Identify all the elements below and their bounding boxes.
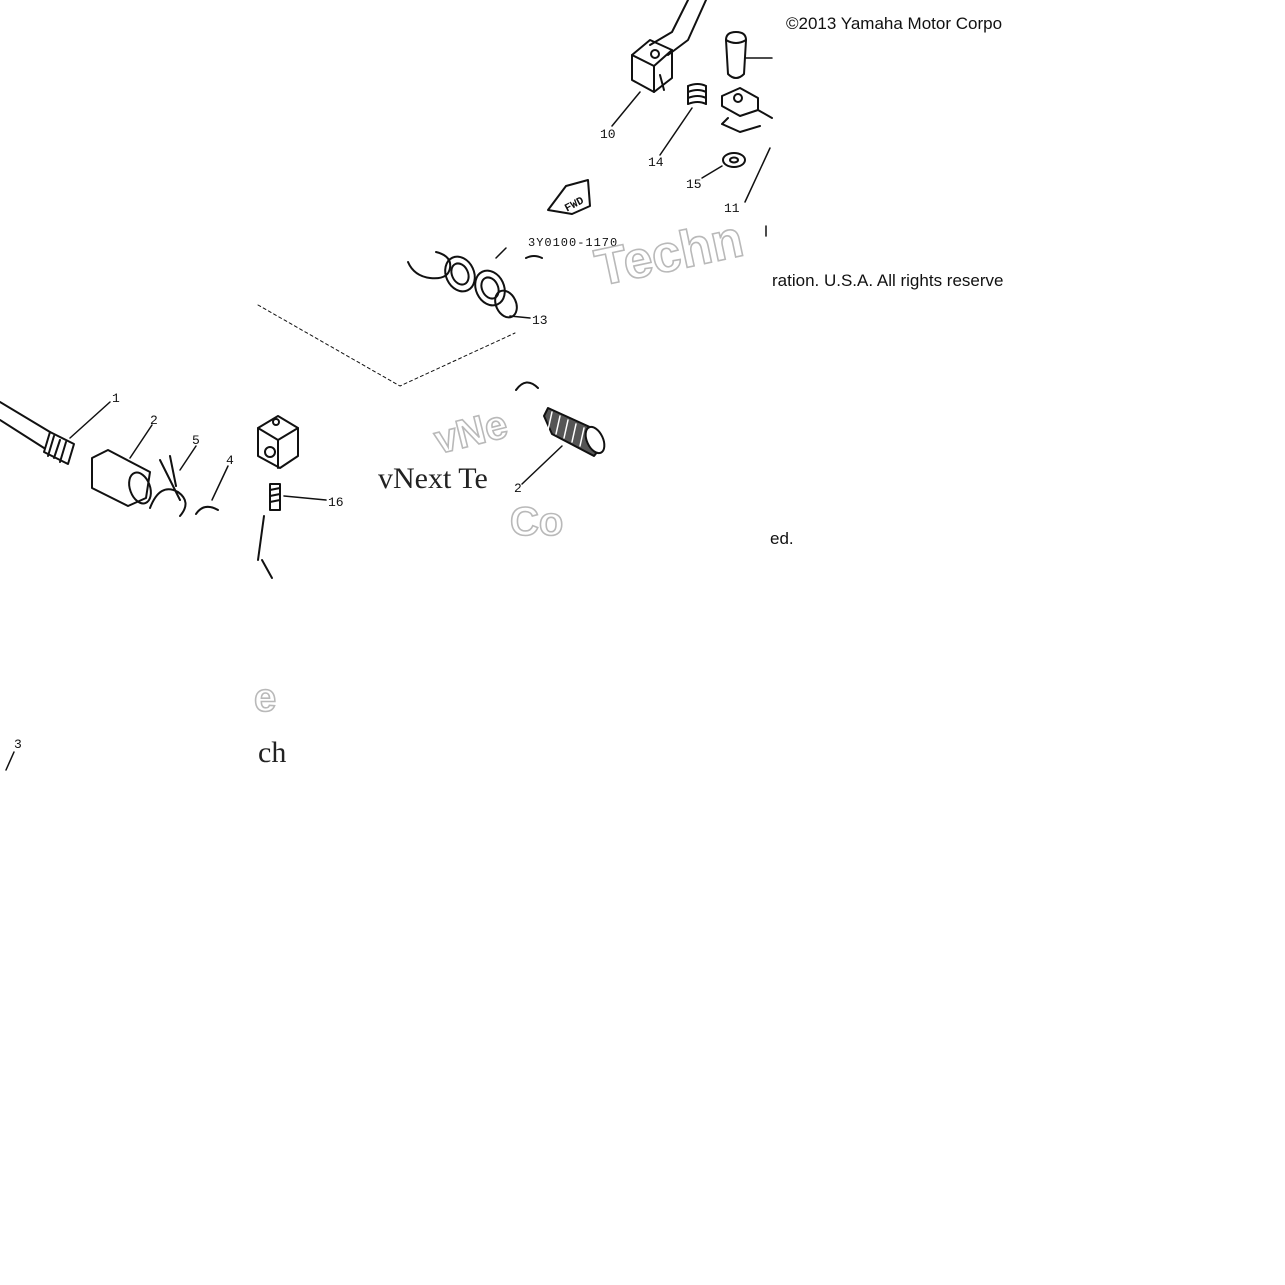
callout-10: 10	[600, 127, 616, 142]
part-13-washers	[407, 247, 543, 319]
part-5-spring	[149, 445, 197, 517]
callout-4: 4	[226, 453, 234, 468]
part-2-bushing	[91, 424, 153, 507]
part-4-washer	[195, 465, 229, 515]
callout-14: 14	[648, 155, 664, 170]
assembly-guide-line	[257, 304, 516, 387]
watermark-ch: ch	[258, 736, 287, 769]
copyright-line-1: ©2013 Yamaha Motor Corpo	[786, 14, 1003, 33]
copyright-line-3: ed.	[770, 529, 794, 548]
part-14-spring	[659, 83, 707, 156]
callout-5: 5	[192, 433, 200, 448]
callout-2b: 2	[514, 481, 522, 496]
part-15-washer	[701, 152, 746, 179]
callout-11: 11	[724, 201, 740, 216]
copyright-line-2: ration. U.S.A. All rights reserve	[772, 271, 1004, 290]
part-3-leader	[5, 751, 15, 771]
part-pin	[725, 31, 773, 79]
watermark-vnext-te: vNext Te	[378, 462, 488, 495]
callout-15: 15	[686, 177, 702, 192]
part-11-bracket	[721, 87, 773, 203]
shift-arm-block	[257, 415, 299, 469]
part-16-bolt	[257, 483, 327, 579]
fwd-arrow-tag	[547, 179, 591, 215]
part-1-shaft	[0, 401, 111, 465]
callout-2: 2	[150, 413, 158, 428]
shift-pedal-rubber	[515, 381, 606, 485]
callout-3: 3	[14, 737, 22, 752]
watermark-co: Co	[509, 499, 564, 545]
callout-1: 1	[112, 391, 120, 406]
callout-16: 16	[328, 495, 344, 510]
part-code: 3Y0100-1170	[528, 236, 618, 250]
callout-13: 13	[532, 313, 548, 328]
shift-lever-arm	[649, 0, 707, 56]
watermark-e: e	[253, 675, 277, 721]
part-10-clamp	[611, 39, 673, 127]
